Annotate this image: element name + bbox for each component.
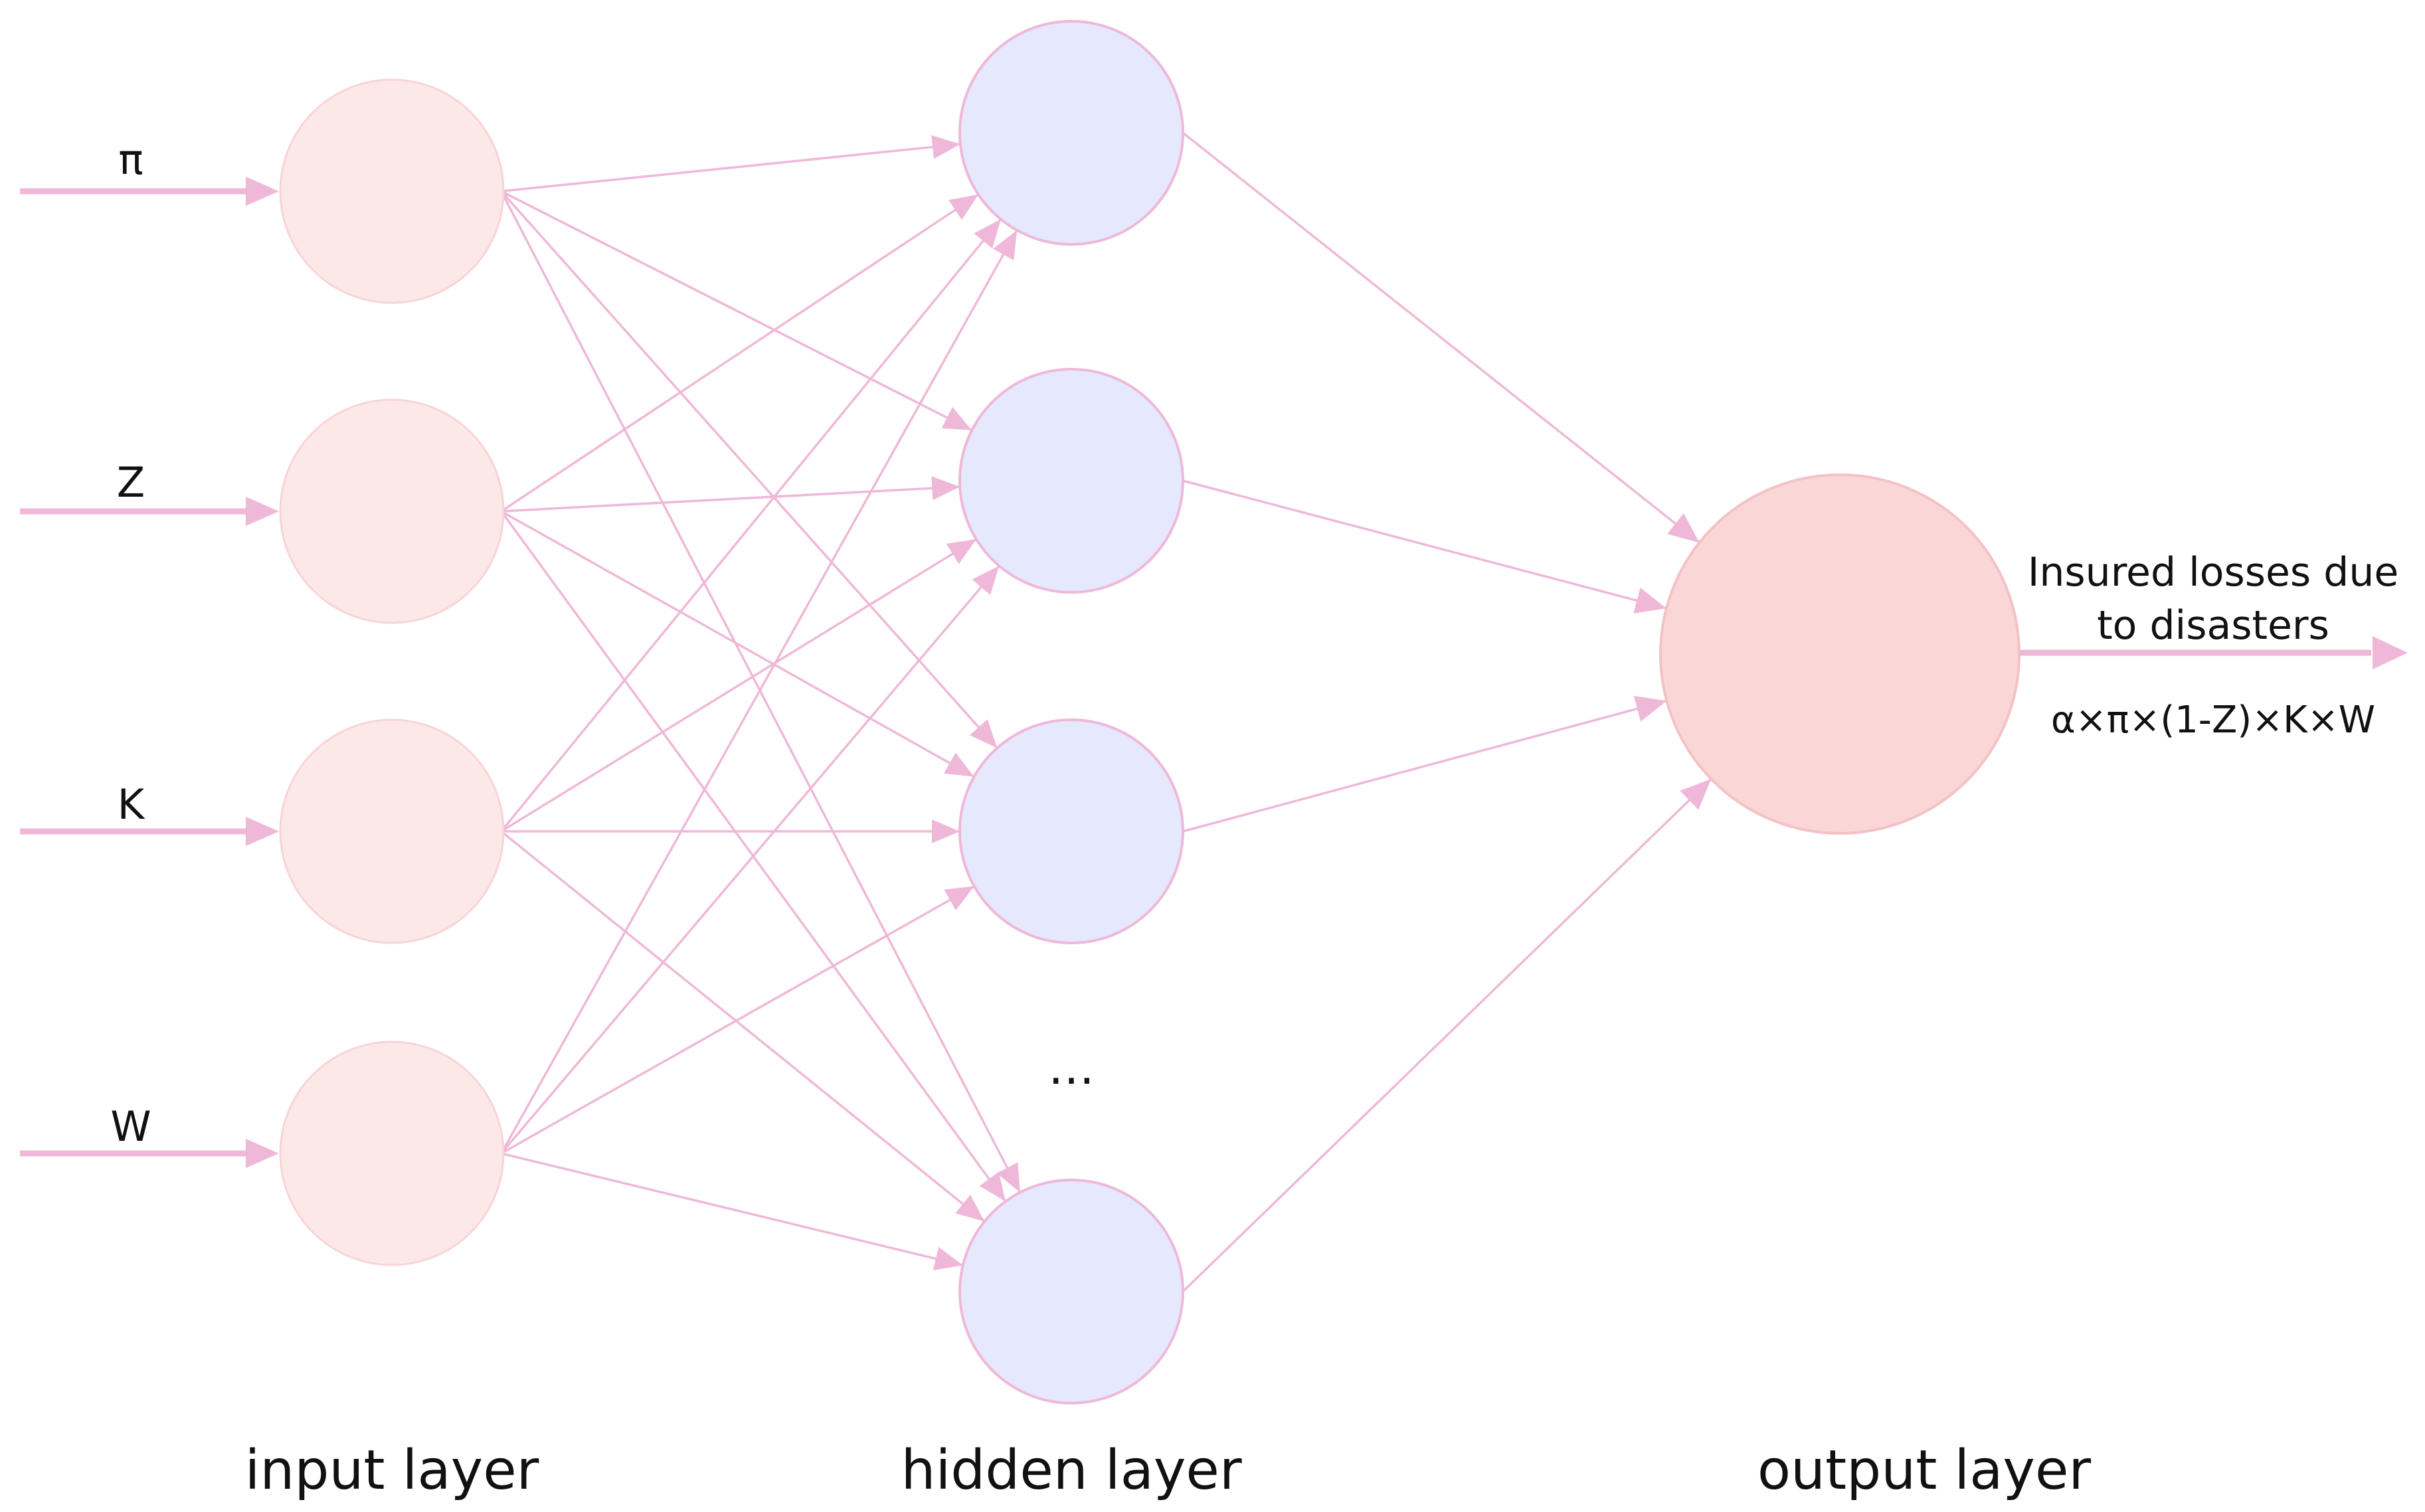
edge-arrowhead-input-1-hidden-2 <box>944 752 974 777</box>
edge-arrowhead-input-2-hidden-0 <box>974 219 1001 249</box>
edge-hidden-1-output <box>1182 479 1667 610</box>
edge-hidden-3-output <box>1182 778 1712 1293</box>
input-label-pi: π <box>118 135 143 184</box>
output-description-line2: to disasters <box>2097 602 2329 649</box>
edge-arrowhead-hidden-3-output <box>1680 779 1712 810</box>
input-node-3 <box>279 1041 505 1266</box>
edge-arrowhead-hidden-2-output <box>1633 696 1667 722</box>
edge-arrowhead-input-0-hidden-3 <box>996 1162 1020 1193</box>
hidden-layer-label: hidden layer <box>901 1439 1241 1502</box>
edge-hidden-0-output <box>1182 131 1700 544</box>
edge-arrowhead-hidden-0-output <box>1667 513 1700 543</box>
edge-arrowhead-input-0-hidden-2 <box>969 719 998 748</box>
edge-input-2-hidden-3 <box>500 830 986 1222</box>
hidden-nodes <box>958 20 1184 1404</box>
hidden-node-2 <box>958 718 1184 944</box>
edge-arrowhead-input-2-hidden-1 <box>946 539 976 564</box>
input-arrow-head-3 <box>246 1139 279 1168</box>
edge-input-0-hidden-0 <box>501 143 961 193</box>
edge-arrowhead-input-1-hidden-0 <box>948 194 979 220</box>
edge-arrowhead-input-2-hidden-2 <box>932 819 960 843</box>
edge-input-3-hidden-1 <box>500 565 1000 1155</box>
edge-input-1-hidden-1 <box>501 485 960 513</box>
input-arrow-head-1 <box>246 497 279 526</box>
edge-input-1-hidden-0 <box>500 193 980 513</box>
edge-input-2-hidden-1 <box>500 538 977 833</box>
hidden-node-0 <box>958 20 1184 246</box>
edge-arrowhead-input-3-hidden-2 <box>944 886 974 910</box>
input-arrow-head-0 <box>246 177 279 206</box>
input-arrows <box>20 177 279 1168</box>
edge-input-2-hidden-0 <box>500 218 1002 833</box>
hidden-output-connections <box>1182 131 1712 1293</box>
input-label-w: W <box>110 1102 151 1151</box>
edge-arrowhead-input-3-hidden-1 <box>972 566 1000 595</box>
input-node-2 <box>279 718 505 944</box>
edge-input-0-hidden-2 <box>500 190 998 749</box>
edge-arrowhead-input-1-hidden-1 <box>931 476 960 501</box>
hidden-node-1 <box>958 368 1184 594</box>
hidden-node-3 <box>958 1179 1184 1404</box>
edge-arrowhead-input-2-hidden-3 <box>955 1195 985 1222</box>
edge-input-1-hidden-2 <box>500 510 975 778</box>
hidden-layer-ellipsis: … <box>1048 1041 1095 1095</box>
edge-arrowhead-input-3-hidden-0 <box>992 230 1018 261</box>
input-nodes <box>279 78 505 1266</box>
input-hidden-connections <box>500 135 1022 1271</box>
input-arrow-head-2 <box>246 817 279 846</box>
edge-input-0-hidden-1 <box>500 190 973 432</box>
input-label-k: K <box>118 780 145 829</box>
input-node-0 <box>279 78 505 304</box>
output-node <box>1659 473 2021 835</box>
edge-input-0-hidden-3 <box>500 191 1022 1193</box>
edge-arrowhead-input-0-hidden-0 <box>931 135 960 159</box>
input-label-z: Z <box>117 458 145 507</box>
edge-arrowhead-hidden-1-output <box>1633 588 1666 614</box>
edge-arrowhead-input-1-hidden-3 <box>979 1171 1006 1202</box>
edge-hidden-2-output <box>1182 699 1667 833</box>
edge-input-3-hidden-0 <box>500 229 1018 1154</box>
input-layer-label: input layer <box>245 1439 539 1502</box>
edge-input-3-hidden-2 <box>500 885 975 1155</box>
edge-arrowhead-input-0-hidden-1 <box>941 406 972 430</box>
output-layer-label: output layer <box>1757 1439 2092 1502</box>
edge-input-3-hidden-3 <box>501 1152 964 1267</box>
output-arrow-head <box>2373 636 2408 669</box>
input-node-1 <box>279 398 505 624</box>
output-description-line1: Insured losses due <box>2028 549 2399 596</box>
edge-arrowhead-input-3-hidden-3 <box>933 1247 963 1271</box>
output-formula: α×π×(1-Z)×K×W <box>2051 699 2375 742</box>
